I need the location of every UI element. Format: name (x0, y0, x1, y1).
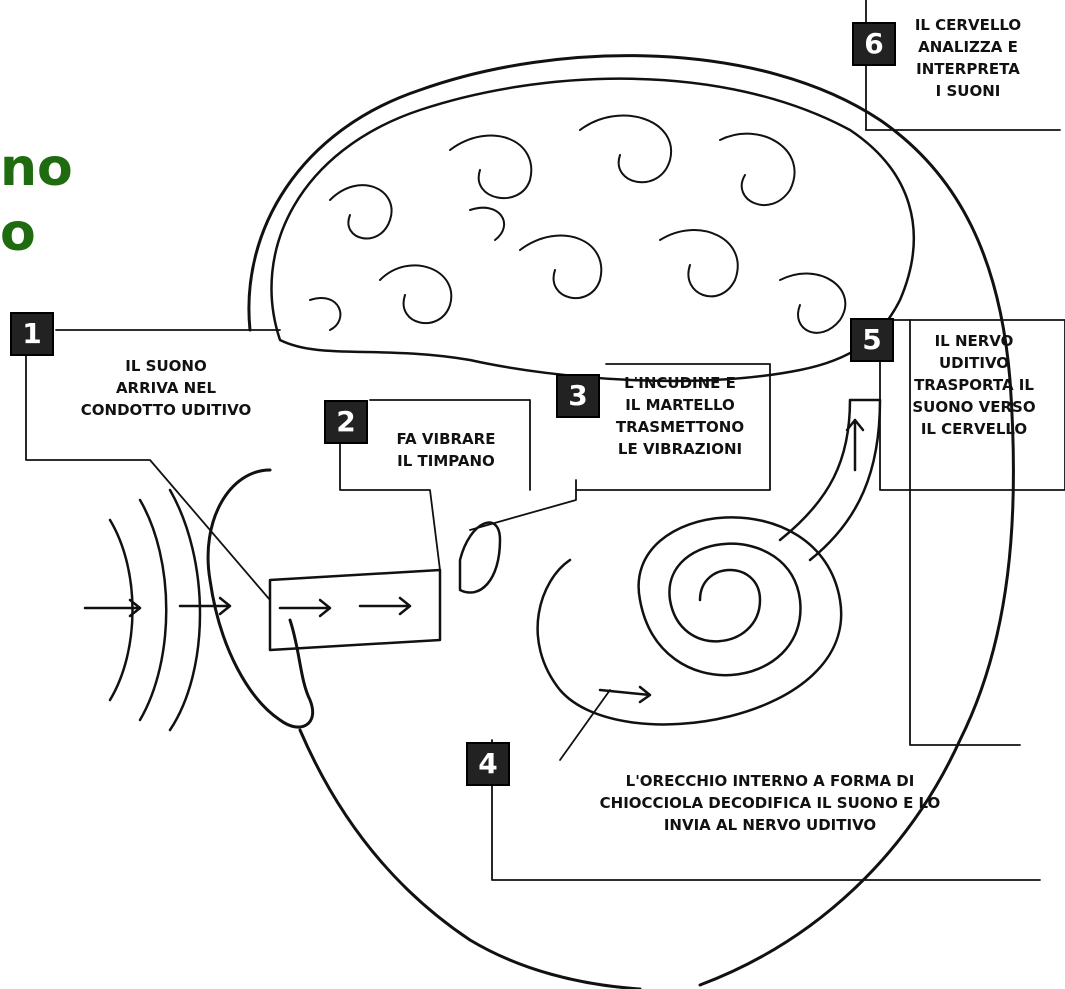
step-5-label: IL NERVO UDITIVO TRASPORTA IL SUONO VERS… (888, 330, 1060, 440)
step-2-number: 2 (324, 400, 368, 444)
ossicles (460, 523, 500, 593)
step-1-label: IL SUONO ARRIVA NEL CONDOTTO UDITIVO (66, 355, 266, 421)
step-3-label: L'INCUDINE E IL MARTELLO TRASMETTONO LE … (590, 372, 770, 460)
title-fragment-line2: o (0, 205, 36, 261)
cochlea (538, 517, 842, 724)
step-1-number: 1 (10, 312, 54, 356)
auditory-nerve (780, 400, 880, 560)
step-6-number: 6 (852, 22, 896, 66)
head-outline (249, 56, 1014, 985)
step-4-number: 4 (466, 742, 510, 786)
title-fragment-line1: no (0, 140, 73, 196)
ear-outline (208, 470, 313, 727)
brain-outline (271, 79, 913, 381)
step-4-label: L'ORECCHIO INTERNO A FORMA DI CHIOCCIOLA… (520, 770, 1020, 836)
step-2-label: FA VIBRARE IL TIMPANO (376, 428, 516, 472)
step-6-label: IL CERVELLO ANALIZZA E INTERPRETA I SUON… (898, 14, 1038, 102)
